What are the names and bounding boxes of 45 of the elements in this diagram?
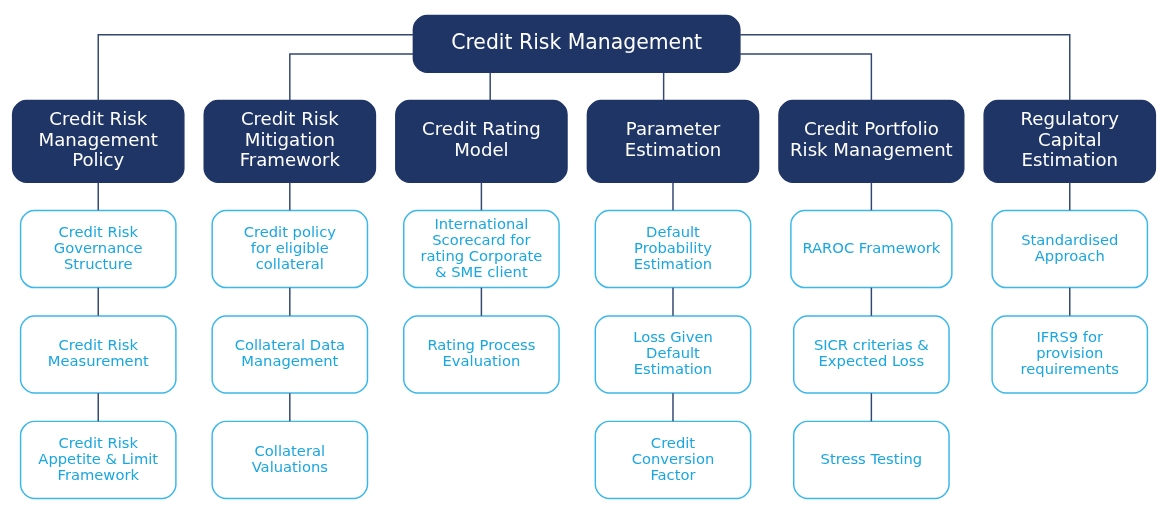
node-box: Standardised Approach (991, 209, 1149, 289)
node-box: RAROC Framework (790, 209, 953, 289)
node-box: Parameter Estimation (586, 99, 760, 183)
node-box: Stress Testing (793, 420, 950, 500)
node-box: Collateral Valuations (211, 420, 369, 500)
node-box: Default Probability Estimation (594, 209, 752, 289)
node-box: Credit Rating Model (395, 99, 568, 183)
connector (489, 71, 491, 101)
node-box: Collateral Data Management (211, 315, 369, 394)
node-box: Credit Risk Management Policy (11, 99, 185, 183)
node-box: Credit Risk Mitigation Framework (203, 99, 377, 183)
connector (1069, 287, 1071, 317)
connector (480, 181, 483, 211)
node-box: Credit Portfolio Risk Management (778, 99, 965, 183)
connector (739, 53, 873, 101)
node-box: Credit Risk Management (412, 14, 741, 73)
node-box: Regulatory Capital Estimation (983, 99, 1157, 183)
connector (672, 181, 674, 211)
connector (97, 287, 99, 317)
connector (289, 181, 291, 211)
node-box: Credit Conversion Factor (594, 420, 752, 500)
node-box: International Scorecard for rating Corporate & SME client (403, 209, 560, 289)
connector (289, 392, 291, 422)
connector (672, 287, 674, 317)
connector (870, 181, 873, 211)
node-box: Credit Risk Measurement (19, 315, 177, 394)
connector (289, 53, 414, 101)
connector (870, 287, 873, 317)
connector (480, 287, 483, 317)
node-box: Credit Risk Governance Structure (19, 209, 177, 289)
node-box: IFRS9 for provision requirements (991, 315, 1149, 394)
connector (97, 34, 415, 102)
connector (739, 34, 1071, 102)
connector (662, 71, 665, 101)
node-box: Credit Risk Appetite & Limit Framework (19, 420, 177, 500)
node-box: Credit policy for eligible collateral (211, 209, 369, 289)
node-box: Loss Given Default Estimation (594, 315, 752, 394)
connector (1069, 181, 1071, 211)
node-box: Rating Process Evaluation (403, 315, 560, 394)
node-box: SICR criterias & Expected Loss (793, 315, 950, 394)
connector (870, 392, 873, 422)
connector (97, 392, 99, 422)
connector (97, 181, 99, 211)
connector (289, 287, 291, 317)
connector (672, 392, 674, 422)
